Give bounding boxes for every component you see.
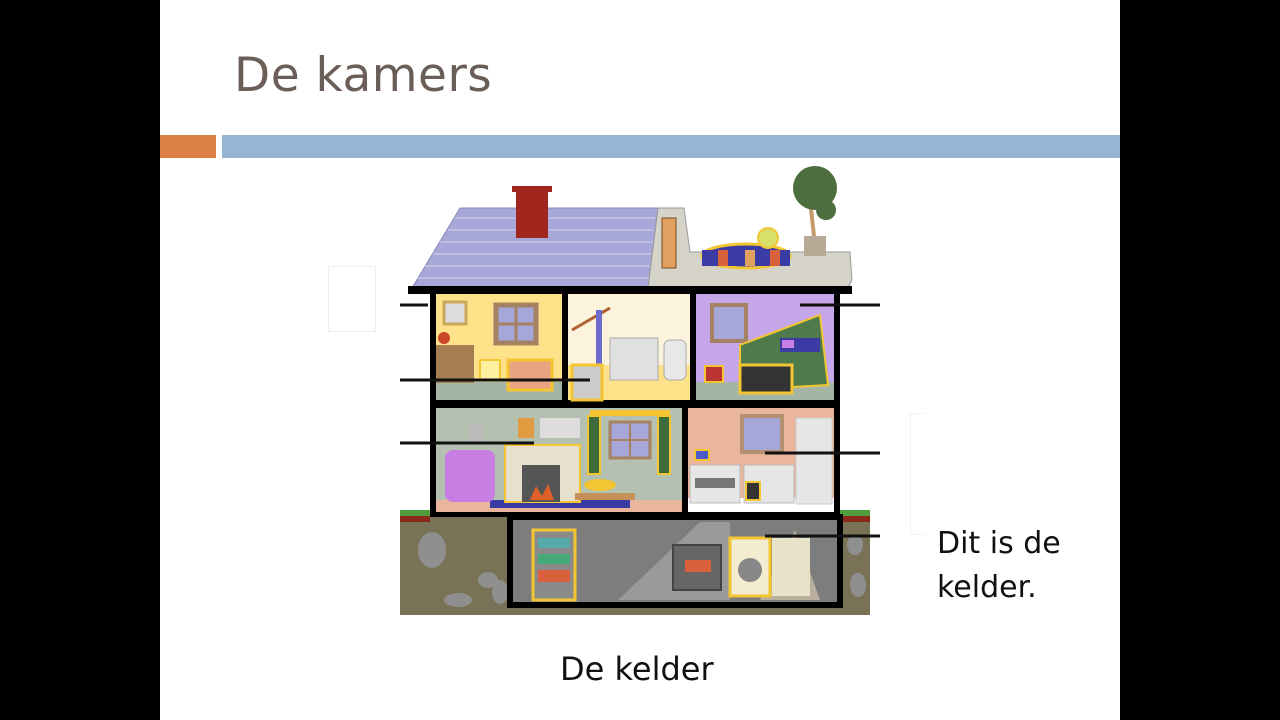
slide-title: De kamers [234, 48, 493, 103]
caption-room-label: De kelder [560, 650, 714, 688]
empty-label-box [910, 413, 925, 535]
caption-basement-description: Dit is de kelder. [937, 522, 1061, 610]
house-illustration [400, 166, 880, 615]
accent-bar-orange [160, 135, 216, 158]
caption-line-1: Dit is de [937, 526, 1061, 561]
caption-line-2: kelder. [937, 570, 1037, 605]
slide: De kamers [160, 0, 1120, 720]
accent-bar-blue [222, 135, 1120, 158]
empty-label-box [328, 266, 376, 332]
